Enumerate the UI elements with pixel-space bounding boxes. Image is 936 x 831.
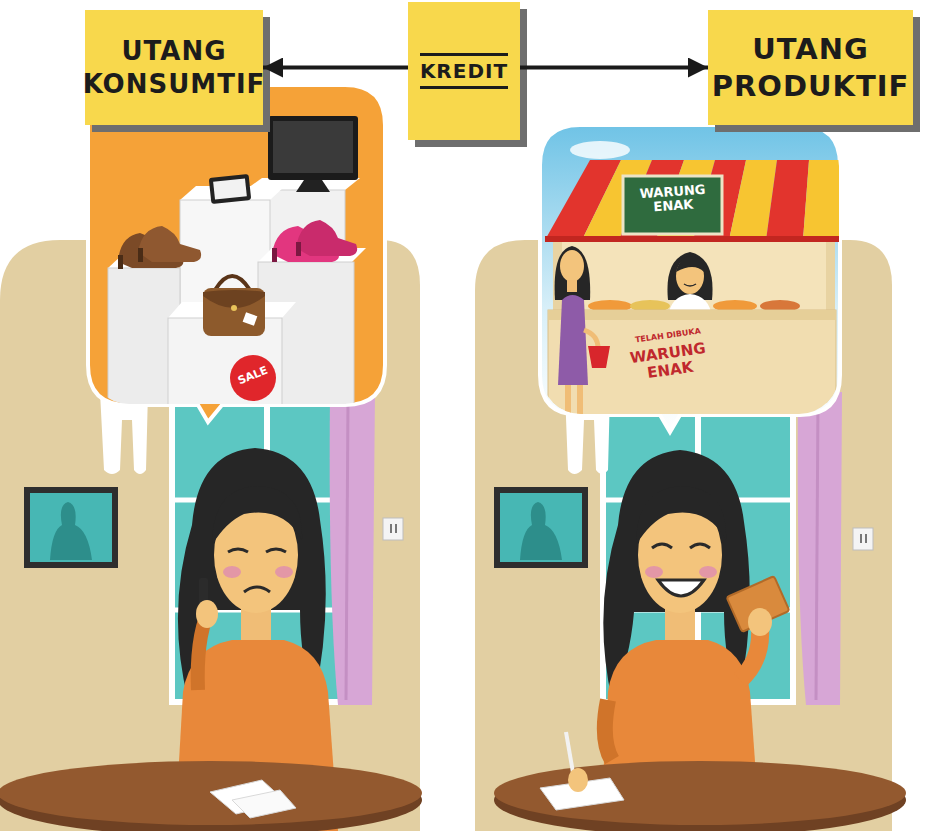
left-curtains xyxy=(330,392,375,705)
right-light-switch xyxy=(865,534,867,543)
left-person xyxy=(266,549,286,552)
right-table xyxy=(494,732,906,831)
stall-customer xyxy=(565,385,571,414)
stall-counter xyxy=(548,310,836,414)
left-thought-bubble xyxy=(88,85,385,422)
right-picture-frame xyxy=(497,490,585,565)
right-person xyxy=(699,566,717,578)
left-picture-frame xyxy=(27,490,115,565)
handbag xyxy=(203,276,265,336)
right-person xyxy=(748,608,772,636)
left-table xyxy=(232,790,296,818)
brown-shoes xyxy=(118,255,123,269)
tv-monitor xyxy=(273,121,353,173)
right-picture-frame xyxy=(520,502,562,560)
right-thought-bubble xyxy=(540,125,840,432)
tv-monitor xyxy=(268,116,358,192)
right-light-switch xyxy=(853,528,873,550)
stall-counter xyxy=(548,300,836,414)
right-person xyxy=(658,580,704,596)
debt-type-box: UTANG PRODUKTIF xyxy=(708,10,913,125)
food-stall xyxy=(623,176,722,234)
left-picture-frame xyxy=(27,490,115,565)
right-person xyxy=(636,486,726,545)
handbag xyxy=(231,305,237,311)
right-curtains xyxy=(798,392,842,705)
debt-type-box: UTANG KONSUMTIF xyxy=(85,10,263,125)
box-label: UTANG PRODUKTIF xyxy=(708,31,913,104)
food-stall xyxy=(766,160,809,240)
pink-shoes xyxy=(296,220,357,256)
handbag xyxy=(203,288,265,336)
left-person xyxy=(275,566,293,578)
stall-seller xyxy=(667,252,712,300)
left-table xyxy=(0,761,422,831)
right-light-switch xyxy=(860,534,862,543)
credit-box: KREDIT xyxy=(408,2,520,140)
tablet xyxy=(209,174,251,204)
right-picture-frame xyxy=(497,490,585,565)
stall-customer xyxy=(558,295,588,385)
box-label: UTANG KONSUMTIF xyxy=(83,35,266,100)
pink-shoes xyxy=(296,242,301,256)
stall-customer xyxy=(584,330,598,348)
left-person xyxy=(228,549,248,552)
tablet xyxy=(213,178,247,199)
brown-shoes xyxy=(138,248,143,262)
stall-counter xyxy=(548,310,836,320)
pink-shoes xyxy=(272,248,277,262)
arrow-connector xyxy=(263,66,408,70)
food-stall xyxy=(803,160,839,240)
left-person xyxy=(244,587,270,592)
shop-display xyxy=(108,178,366,404)
food-stall xyxy=(545,141,839,414)
stall-customer xyxy=(555,246,591,300)
handbag xyxy=(243,312,258,326)
right-wall xyxy=(475,240,892,831)
arrow-connector xyxy=(520,66,708,70)
stall-customer xyxy=(577,385,583,414)
right-person xyxy=(645,566,663,578)
right-thought-bubble xyxy=(540,125,840,432)
stall-customer xyxy=(555,246,610,414)
tv-monitor xyxy=(296,180,330,192)
left-table xyxy=(0,761,422,825)
left-person xyxy=(212,486,302,545)
pink-shoes xyxy=(272,220,357,262)
right-person xyxy=(652,544,672,548)
box-label: KREDIT xyxy=(420,53,508,89)
stall-customer xyxy=(560,250,584,282)
brown-shoes xyxy=(118,226,201,269)
left-picture-frame xyxy=(50,502,92,560)
brown-shoes xyxy=(138,226,201,262)
right-curtains xyxy=(816,400,818,700)
food-stall xyxy=(560,238,830,318)
stall-seller xyxy=(676,256,704,272)
left-curtains xyxy=(346,400,348,700)
handbag xyxy=(215,276,250,290)
right-table xyxy=(494,761,906,825)
right-table xyxy=(568,768,588,792)
left-light-switch xyxy=(383,518,403,540)
right-person xyxy=(605,700,612,760)
stall-customer xyxy=(588,346,610,368)
stall-customer xyxy=(567,280,577,292)
stall-seller xyxy=(684,284,696,286)
left-light-switch xyxy=(383,518,403,540)
right-wall xyxy=(475,240,892,831)
stall-seller xyxy=(667,252,712,318)
left-thought-bubble xyxy=(88,85,385,422)
left-light-switch xyxy=(395,524,397,533)
food-stall xyxy=(570,141,630,159)
left-light-switch xyxy=(390,524,392,533)
right-person xyxy=(690,544,710,548)
left-person xyxy=(223,566,241,578)
right-light-switch xyxy=(853,528,873,550)
left-person xyxy=(196,600,218,628)
tablet xyxy=(209,174,251,204)
food-stall xyxy=(545,236,839,242)
right-person xyxy=(740,628,760,680)
tv-monitor xyxy=(268,116,358,180)
